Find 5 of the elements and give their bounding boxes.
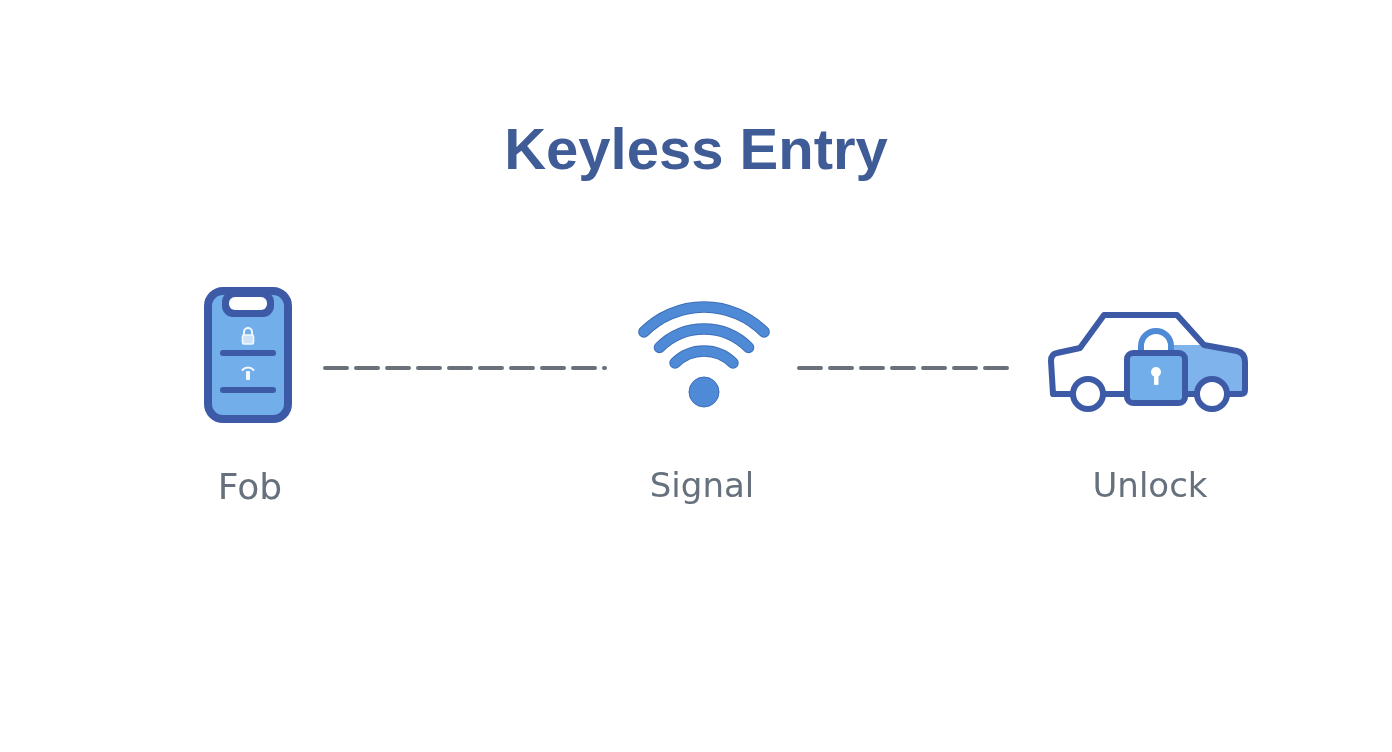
node-label: Signal bbox=[649, 466, 755, 506]
diagram-title: Keyless Entry bbox=[504, 115, 888, 183]
dashed-connector bbox=[323, 366, 607, 370]
node-label: Unlock bbox=[1092, 466, 1208, 506]
node-label: Fob bbox=[217, 466, 283, 508]
